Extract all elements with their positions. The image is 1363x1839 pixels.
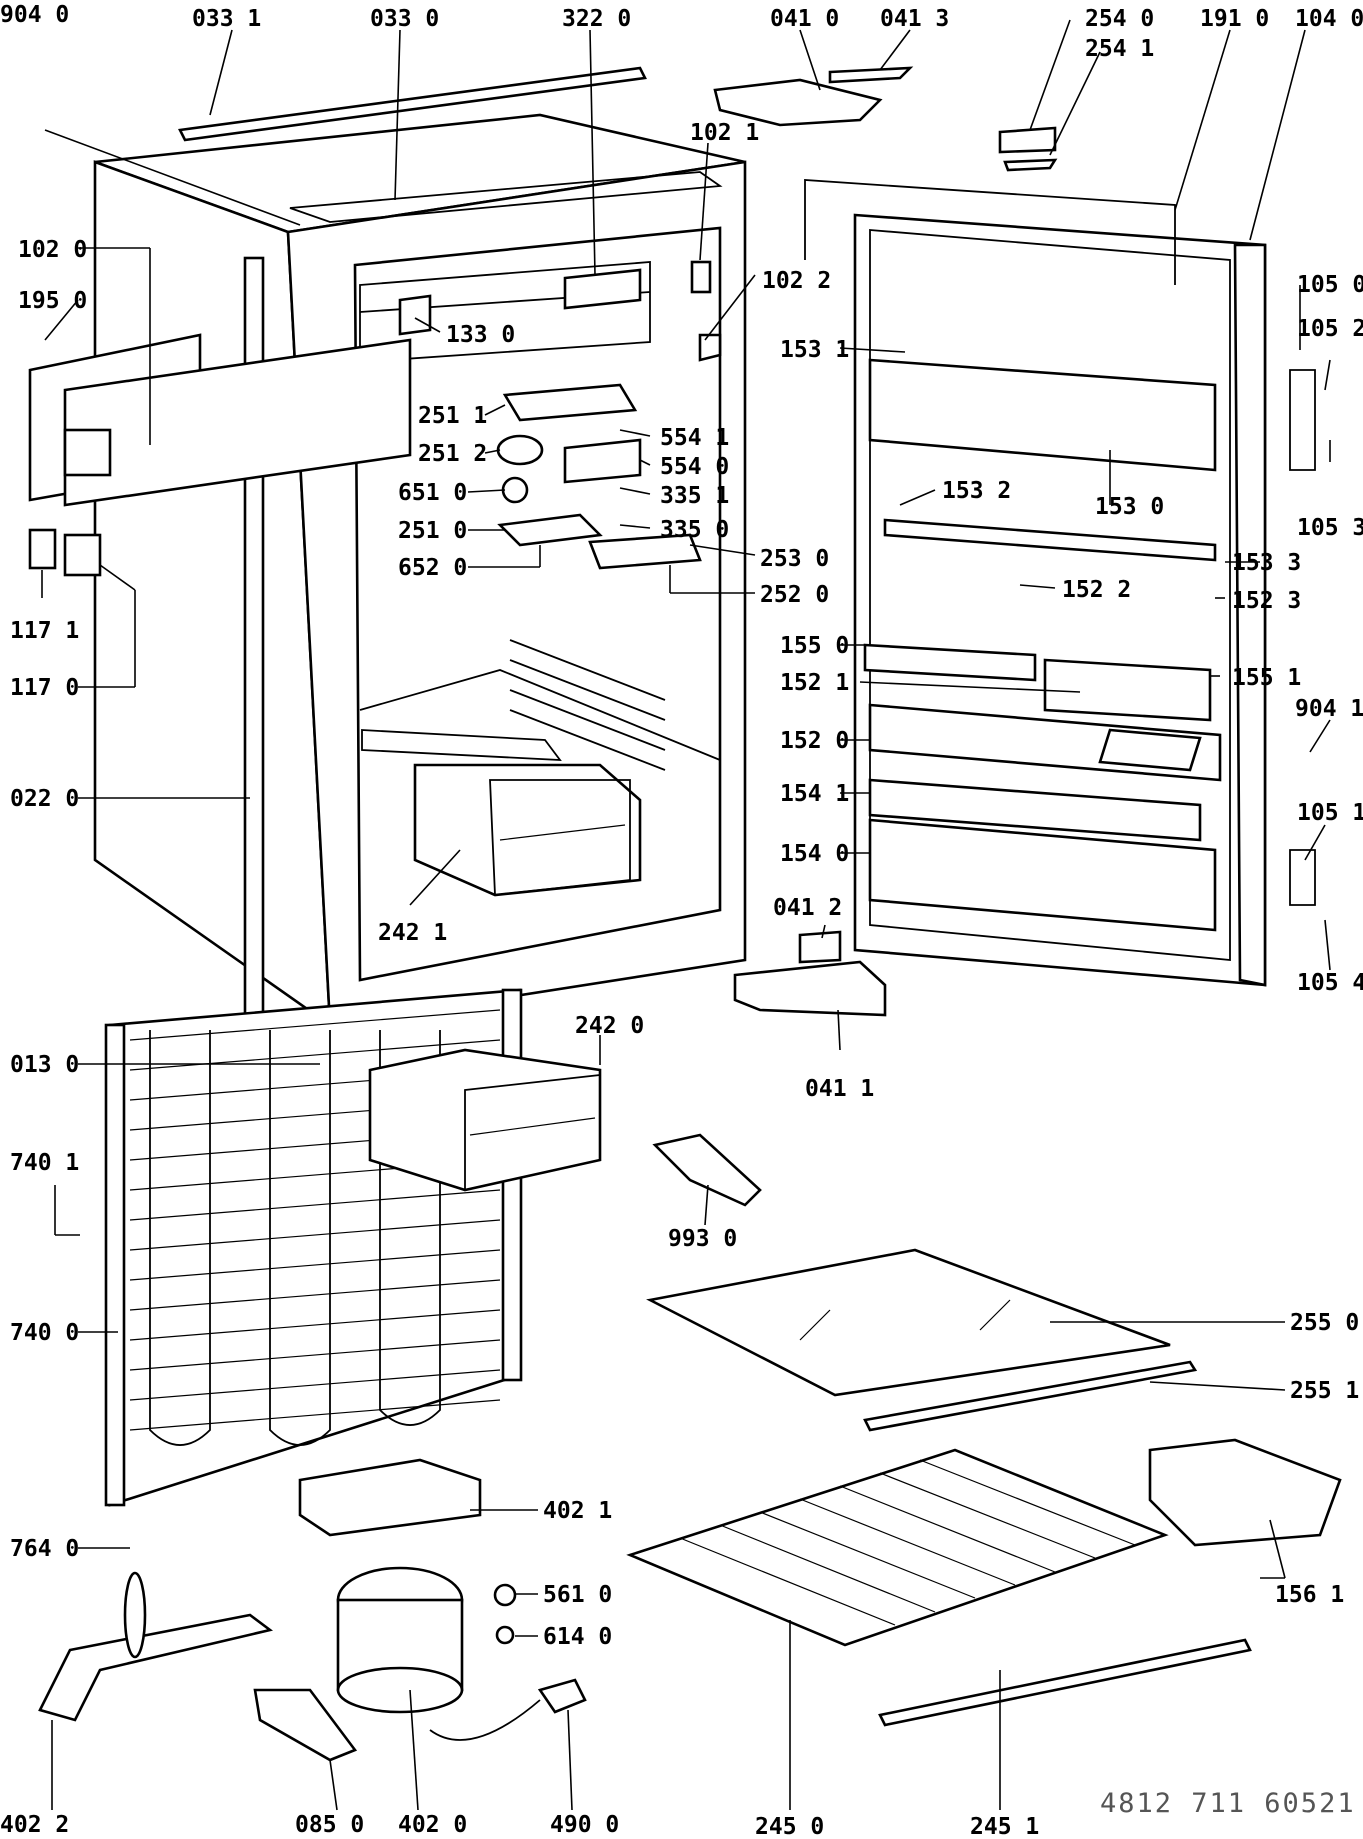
label-651-0: 651 0 <box>398 480 467 506</box>
label-904-0: 904 0 <box>0 2 69 28</box>
label-117-0: 117 0 <box>10 675 79 701</box>
label-041-3: 041 3 <box>880 6 949 32</box>
label-033-0: 033 0 <box>370 6 439 32</box>
label-242-1: 242 1 <box>378 920 447 946</box>
label-041-0: 041 0 <box>770 6 839 32</box>
label-085-0: 085 0 <box>295 1812 364 1838</box>
label-041-1: 041 1 <box>805 1076 874 1102</box>
label-105-2: 105 2 <box>1297 316 1363 342</box>
hinges <box>713 66 1058 1017</box>
door <box>804 179 1316 987</box>
label-105-3: 105 3 <box>1297 515 1363 541</box>
label-335-0: 335 0 <box>660 517 729 543</box>
cabinet-small-parts <box>28 66 722 577</box>
label-153-0: 153 0 <box>1095 494 1164 520</box>
label-013-0: 013 0 <box>10 1052 79 1078</box>
label-152-1: 152 1 <box>780 670 849 696</box>
label-153-2: 153 2 <box>942 478 1011 504</box>
label-554-0: 554 0 <box>660 454 729 480</box>
label-133-0: 133 0 <box>446 322 515 348</box>
drawer-242-1 <box>413 763 642 897</box>
label-155-1: 155 1 <box>1232 665 1301 691</box>
label-402-1: 402 1 <box>543 1498 612 1524</box>
cover-102-0 <box>28 333 412 507</box>
label-105-1: 105 1 <box>1297 800 1363 826</box>
label-152-3: 152 3 <box>1232 588 1301 614</box>
drawing-number: 4812 711 60521 <box>1100 1788 1356 1819</box>
label-242-0: 242 0 <box>575 1013 644 1039</box>
label-652-0: 652 0 <box>398 555 467 581</box>
label-254-0: 254 0 <box>1085 6 1154 32</box>
label-993-0: 993 0 <box>668 1226 737 1252</box>
label-254-1: 254 1 <box>1085 36 1154 62</box>
ice-tray <box>1148 1438 1342 1547</box>
drawer-242-0 <box>368 1048 602 1192</box>
label-156-1: 156 1 <box>1275 1582 1344 1608</box>
label-153-3: 153 3 <box>1232 550 1301 576</box>
label-251-0: 251 0 <box>398 518 467 544</box>
label-245-1: 245 1 <box>970 1814 1039 1839</box>
label-252-0: 252 0 <box>760 582 829 608</box>
label-255-0: 255 0 <box>1290 1310 1359 1336</box>
label-117-1: 117 1 <box>10 618 79 644</box>
glass-shelf <box>646 1248 1198 1432</box>
label-195-0: 195 0 <box>18 288 87 314</box>
label-041-2: 041 2 <box>773 895 842 921</box>
label-102-2: 102 2 <box>762 268 831 294</box>
label-155-0: 155 0 <box>780 633 849 659</box>
label-154-0: 154 0 <box>780 841 849 867</box>
label-740-0: 740 0 <box>10 1320 79 1346</box>
label-033-1: 033 1 <box>192 6 261 32</box>
label-255-1: 255 1 <box>1290 1378 1359 1404</box>
leader-lines <box>41 19 1331 1811</box>
label-104-0: 104 0 <box>1295 6 1363 32</box>
label-253-0: 253 0 <box>760 546 829 572</box>
label-740-1: 740 1 <box>10 1150 79 1176</box>
label-251-1: 251 1 <box>418 403 487 429</box>
label-245-0: 245 0 <box>755 1814 824 1839</box>
label-402-0: 402 0 <box>398 1812 467 1838</box>
label-152-0: 152 0 <box>780 728 849 754</box>
label-490-0: 490 0 <box>550 1812 619 1838</box>
label-022-0: 022 0 <box>10 786 79 812</box>
label-335-1: 335 1 <box>660 483 729 509</box>
label-561-0: 561 0 <box>543 1582 612 1608</box>
label-102-1: 102 1 <box>690 120 759 146</box>
label-102-0: 102 0 <box>18 237 87 263</box>
label-764-0: 764 0 <box>10 1536 79 1562</box>
label-105-4: 105 4 <box>1297 970 1363 996</box>
label-251-2: 251 2 <box>418 441 487 467</box>
label-904-1: 904 1 <box>1295 696 1363 722</box>
label-105-0: 105 0 <box>1297 272 1363 298</box>
label-402-2: 402 2 <box>0 1812 69 1838</box>
label-322-0: 322 0 <box>562 6 631 32</box>
label-191-0: 191 0 <box>1200 6 1269 32</box>
compressor-area <box>38 1458 587 1762</box>
label-154-1: 154 1 <box>780 781 849 807</box>
label-554-1: 554 1 <box>660 425 729 451</box>
label-153-1: 153 1 <box>780 337 849 363</box>
label-614-0: 614 0 <box>543 1624 612 1650</box>
label-152-2: 152 2 <box>1062 577 1131 603</box>
scraper-993-0 <box>652 1133 762 1207</box>
wire-shelf <box>626 1448 1252 1727</box>
